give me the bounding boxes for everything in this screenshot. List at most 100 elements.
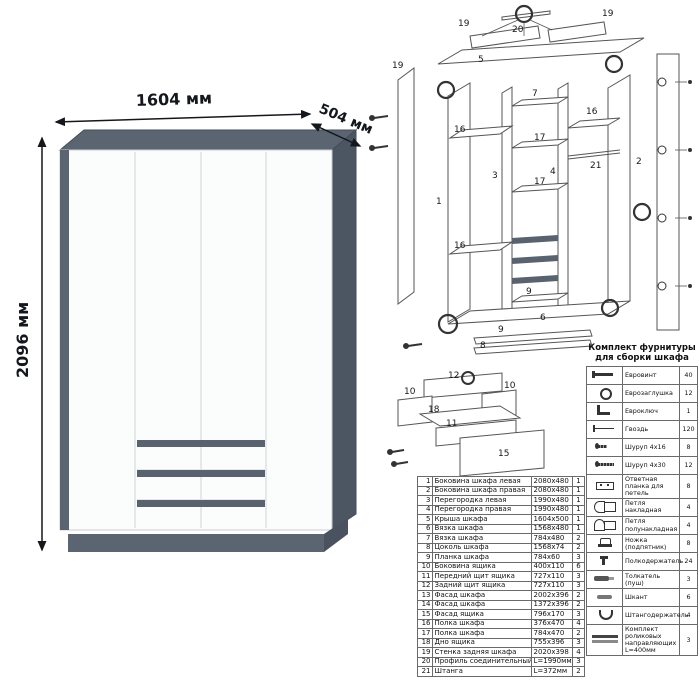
part-row: 7 Вязка шкафа 784х480 2 <box>417 533 585 544</box>
hardware-name: Евровинт <box>622 365 680 385</box>
part-size: 727х110 <box>531 571 573 582</box>
hardware-kit-title: Комплект фурнитуры для сборки шкафа <box>586 343 698 364</box>
hardware-name: Шуруп 4х16 <box>622 437 680 457</box>
part-number: 4 <box>417 504 433 515</box>
hardware-name: Ножка (подпятник) <box>622 534 680 554</box>
part-label-6: 6 <box>540 313 546 323</box>
part-qty: 3 <box>572 609 585 620</box>
hardware-row: Шуруп 4х16 8 <box>586 437 698 457</box>
part-qty: 4 <box>572 647 585 658</box>
part-label-10: 10 <box>504 381 516 391</box>
part-number: 21 <box>417 666 433 677</box>
part-name: Вязка шкафа <box>432 523 532 534</box>
wardrobe-left-edge <box>60 150 69 530</box>
part-qty: 1 <box>572 476 585 487</box>
part-label-3: 3 <box>492 171 498 181</box>
hardware-icon <box>591 554 619 567</box>
hardware-name: Петля полунакладная <box>622 515 680 536</box>
part-name: Боковина шкафа правая <box>432 485 532 496</box>
hinge-screw-icons <box>688 80 692 288</box>
part-name: Стенка задняя шкафа <box>432 647 532 658</box>
drawer-panels <box>397 372 545 477</box>
callout-leader-lines <box>481 19 553 37</box>
hardware-kit-panel: Комплект фурнитуры для сборки шкафа Евро… <box>586 343 698 657</box>
hardware-row: Шкант 6 <box>586 588 698 608</box>
part-qty: 3 <box>572 552 585 563</box>
drawer-part-numbers: 12 10 10 18 11 15 <box>404 371 516 459</box>
wardrobe-rendering: 1604 мм 504 мм 2096 мм <box>13 88 375 552</box>
loose-screw-icons <box>369 115 423 349</box>
part-number: 3 <box>417 495 433 506</box>
part-label-8: 8 <box>480 341 486 351</box>
hardware-icon-cell <box>586 515 623 536</box>
part-row: 9 Планка шкафа 784х60 3 <box>417 552 585 563</box>
part-row: 13 Фасад шкафа 2002х396 2 <box>417 590 585 601</box>
height-dimension-label: 2096 мм <box>13 302 32 378</box>
part-qty: 2 <box>572 666 585 677</box>
hardware-row: Петля полунакладная 4 <box>586 515 698 536</box>
part-row: 16 Полка шкафа 376х470 4 <box>417 618 585 629</box>
part-qty: 4 <box>572 618 585 629</box>
part-size: 2080х480 <box>531 476 573 487</box>
hardware-row: Штангодержатель 4 <box>586 606 698 626</box>
hardware-icon-cell <box>586 624 623 657</box>
part-label-5: 5 <box>478 55 484 65</box>
part-name: Боковина ящика <box>432 561 532 572</box>
part-qty: 3 <box>572 656 585 667</box>
part-label-16: 16 <box>454 241 466 251</box>
part-label-10: 10 <box>404 387 416 397</box>
hardware-icon <box>591 479 619 492</box>
door-panel <box>656 53 680 331</box>
part-number: 2 <box>417 485 433 496</box>
hardware-icon-cell <box>586 437 623 457</box>
part-name: Фасад шкафа <box>432 590 532 601</box>
hardware-icon-cell <box>586 570 623 590</box>
hardware-row: Толкатель (пуш) 3 <box>586 570 698 590</box>
part-label-16: 16 <box>454 125 466 135</box>
hardware-row: Ответная планка для петель 8 <box>586 473 698 499</box>
part-qty: 1 <box>572 485 585 496</box>
part-qty: 6 <box>572 561 585 572</box>
part-label-18: 18 <box>428 405 440 415</box>
part-number: 19 <box>417 647 433 658</box>
hardware-row: Комплект роликовых направляющих L=400мм … <box>586 624 698 657</box>
hardware-kit-title-line2: для сборки шкафа <box>595 352 689 363</box>
hardware-icon-cell <box>586 588 623 608</box>
part-number: 6 <box>417 523 433 534</box>
hardware-row: Петля накладная 4 <box>586 497 698 518</box>
part-qty: 1 <box>572 504 585 515</box>
part-size: 1990х480 <box>531 495 573 506</box>
part-label-19: 19 <box>602 9 614 19</box>
part-size: L=372мм <box>531 666 573 677</box>
part-row: 15 Фасад ящика 796х170 3 <box>417 609 585 620</box>
hardware-row: Ножка (подпятник) 8 <box>586 534 698 554</box>
hardware-qty: 8 <box>679 437 698 457</box>
part-label-15: 15 <box>498 449 509 459</box>
hardware-name: Штангодержатель <box>622 606 689 626</box>
hardware-kit-title-line1: Комплект фурнитуры <box>588 343 696 353</box>
part-size: 2020х398 <box>531 647 573 658</box>
hardware-icon <box>591 500 619 513</box>
hardware-qty: 3 <box>679 624 698 657</box>
hardware-icon <box>591 440 619 453</box>
part-name: Профиль соединительный <box>432 656 532 667</box>
part-row: 17 Полка шкафа 784х470 2 <box>417 628 585 639</box>
parts-list-table: 1 Боковина шкафа левая 2080х480 1 2 Боко… <box>417 476 585 677</box>
part-number: 5 <box>417 514 433 525</box>
wardrobe-plinth <box>68 534 324 552</box>
part-size: 1604х500 <box>531 514 573 525</box>
hardware-name: Еврозаглушка <box>622 383 680 403</box>
part-name: Дно ящика <box>432 637 532 648</box>
hardware-name: Ответная планка для петель <box>622 473 680 499</box>
hardware-icon <box>591 536 619 549</box>
part-size: 727х110 <box>531 580 573 591</box>
part-size: 400х110 <box>531 561 573 572</box>
hardware-icon <box>591 633 619 646</box>
hardware-qty: 12 <box>679 455 698 475</box>
part-qty: 3 <box>572 580 585 591</box>
part-number: 15 <box>417 609 433 620</box>
width-dimension-label: 1604 мм <box>135 88 212 110</box>
part-size: 1372х396 <box>531 599 573 610</box>
part-name: Планка шкафа <box>432 552 532 563</box>
part-label-19: 19 <box>458 19 470 29</box>
